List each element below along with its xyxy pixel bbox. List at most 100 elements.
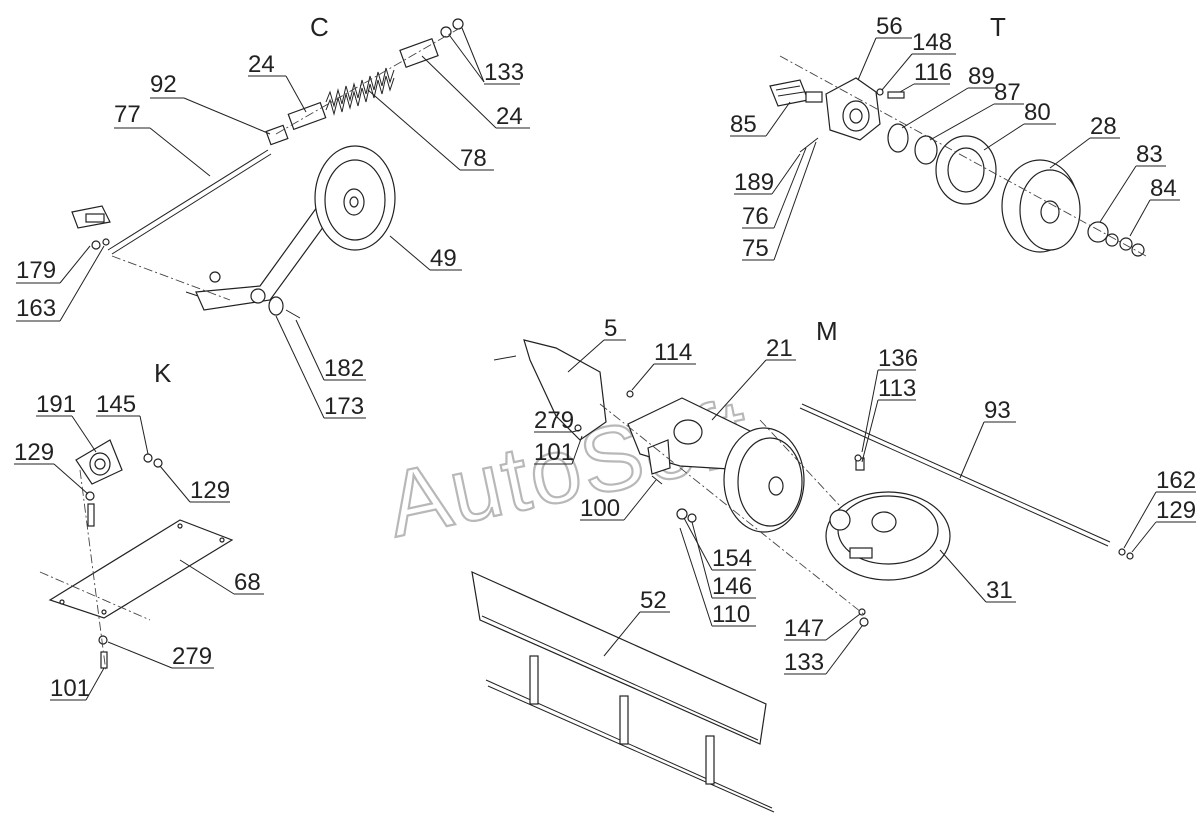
- washer-83: [1087, 221, 1109, 243]
- callout-113: 113: [878, 375, 916, 402]
- callout-136: 136: [878, 345, 918, 372]
- callout-147: 147: [784, 615, 824, 642]
- callout-89: 89: [968, 63, 995, 90]
- callout-145: 145: [96, 391, 136, 418]
- callout-84: 84: [1150, 175, 1177, 202]
- callout-24a: 24: [248, 51, 275, 78]
- section-t-assembly: [769, 55, 1147, 257]
- pulley-28-hub: [1040, 200, 1060, 224]
- callout-146: 146: [712, 573, 752, 600]
- bolt-5: [493, 355, 517, 361]
- callout-68: 68: [234, 569, 261, 596]
- arm-stud: [185, 291, 199, 297]
- washer-145: [143, 453, 153, 463]
- shaft-77-edge: [111, 153, 272, 255]
- nut-179: [102, 238, 110, 246]
- callout-110: 110: [712, 601, 750, 628]
- callout-101-m: 101: [534, 439, 574, 466]
- pulley-49-bore: [349, 196, 359, 208]
- nut-133-m: [859, 617, 869, 627]
- drive-wheel-hub: [768, 476, 784, 496]
- section-m-callouts: M 5 114 21 136 113 93 279 101 100 154 14…: [534, 315, 1196, 676]
- section-k-title: K: [154, 358, 172, 388]
- callout-133-m: 133: [784, 649, 824, 676]
- nut-133b: [452, 18, 464, 30]
- callout-75: 75: [742, 235, 769, 262]
- centerline-c2: [275, 27, 461, 135]
- shaft-85: [769, 79, 809, 107]
- plate-68: [48, 519, 234, 619]
- callout-114: 114: [654, 339, 692, 366]
- shaft-85-neck: [805, 91, 823, 103]
- section-k-callouts: K 191 145 129 129 68 279 101: [14, 358, 264, 702]
- sprocket: [829, 509, 851, 531]
- callout-154: 154: [712, 545, 752, 572]
- callout-179: 179: [16, 257, 56, 284]
- centerline-m1: [599, 403, 867, 617]
- callout-76: 76: [742, 203, 769, 230]
- screw-101: [100, 651, 108, 669]
- section-m-assembly: [471, 339, 1134, 813]
- nut-129: [153, 458, 163, 468]
- callout-92: 92: [150, 71, 177, 98]
- bracket-5: [523, 339, 607, 441]
- callout-24b: 24: [496, 103, 523, 130]
- section-t-title: T: [990, 12, 1006, 42]
- callout-5: 5: [604, 315, 617, 342]
- callout-93: 93: [984, 397, 1011, 424]
- bearing-191-bore: [94, 458, 106, 470]
- callout-83: 83: [1136, 141, 1163, 168]
- centerline-c1: [111, 255, 231, 301]
- section-c-title: C: [310, 12, 329, 42]
- section-k-assembly: [39, 439, 234, 673]
- callout-129-k2: 129: [190, 477, 230, 504]
- callout-129-m: 129: [1156, 497, 1196, 524]
- centerline-m2: [759, 419, 841, 507]
- bracket-pin: [85, 213, 105, 223]
- plate-52: [471, 570, 767, 745]
- callout-80: 80: [1024, 99, 1051, 126]
- bolt-182: [285, 309, 301, 319]
- section-c-assembly: [71, 18, 464, 319]
- rod-93: [799, 407, 1109, 547]
- callout-49: 49: [430, 245, 457, 272]
- washer-148: [876, 88, 884, 96]
- callout-279-k: 279: [172, 643, 212, 670]
- spring-78: [325, 67, 395, 116]
- callout-162: 162: [1156, 467, 1196, 494]
- callout-133-c: 133: [484, 59, 524, 86]
- nut-133a: [440, 26, 452, 38]
- section-t-callouts: T 56 148 116 89 87 80 28 83 84 85 189 76…: [730, 12, 1180, 262]
- callout-182: 182: [324, 355, 364, 382]
- callout-191: 191: [36, 391, 76, 418]
- nut-136: [854, 454, 862, 462]
- callout-56: 56: [876, 13, 903, 40]
- washer-154: [676, 508, 688, 520]
- clip-52c: [705, 735, 715, 785]
- bolt-100: [651, 475, 663, 485]
- centerline-k2: [39, 571, 151, 621]
- callout-52: 52: [640, 587, 667, 614]
- callout-31: 31: [986, 577, 1013, 604]
- bolt-k: [87, 503, 95, 527]
- rod-93-edge: [801, 403, 1111, 543]
- flange-56-bore: [849, 108, 863, 124]
- washer-279: [98, 635, 108, 645]
- callout-87: 87: [994, 79, 1021, 106]
- callout-28: 28: [1090, 113, 1117, 140]
- callout-85: 85: [730, 111, 757, 138]
- bush-24b: [399, 37, 439, 69]
- callout-189: 189: [734, 169, 774, 196]
- callout-101-k: 101: [50, 675, 90, 702]
- callout-78: 78: [460, 145, 487, 172]
- disc-31-hub: [871, 511, 897, 533]
- washer-84a: [1105, 233, 1119, 247]
- pin-189: [799, 137, 819, 153]
- callout-77: 77: [114, 101, 141, 128]
- callout-116: 116: [914, 59, 952, 86]
- washer-163: [91, 240, 101, 250]
- arm-washer: [209, 271, 221, 283]
- callout-148: 148: [912, 29, 952, 56]
- nut-84b: [1119, 237, 1133, 251]
